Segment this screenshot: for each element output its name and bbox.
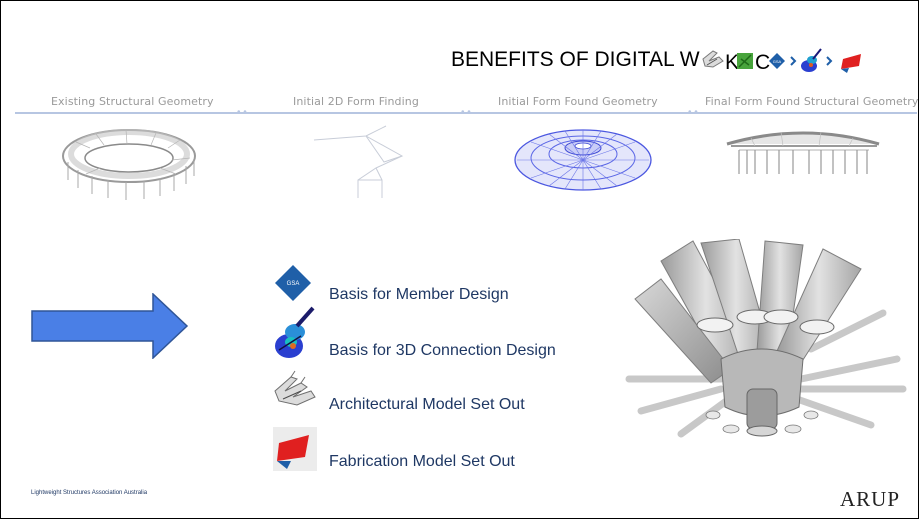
- violin-fea-icon: [275, 306, 315, 358]
- karamba-icon: [737, 53, 753, 69]
- title-fragment-c: C: [755, 51, 770, 74]
- svg-text:GSA: GSA: [773, 59, 782, 64]
- chevron-right-icon: [826, 56, 833, 66]
- violin-fea-icon: [801, 48, 822, 72]
- footer-organization: Lightweight Structures Association Austr…: [31, 490, 148, 496]
- stage-label-existing-geometry: Existing Structural Geometry: [51, 95, 214, 108]
- feature-member-design: GSA Basis for Member Design: [271, 263, 591, 313]
- 2d-form-finding-sketch: [313, 125, 404, 198]
- feature-label: Fabrication Model Set Out: [329, 453, 515, 470]
- fabrication-icon: [273, 427, 317, 471]
- arup-logo: ARUP: [840, 487, 901, 511]
- slide-title: BENEFITS OF DIGITAL W: [451, 48, 700, 71]
- stage-label-final-form-found: Final Form Found Structural Geometry: [705, 95, 919, 108]
- feature-fabrication-setout: Fabrication Model Set Out: [271, 425, 591, 475]
- feature-label: Basis for 3D Connection Design: [329, 342, 556, 359]
- timeline-axis: [15, 112, 917, 114]
- form-found-mesh-blue: [514, 129, 652, 191]
- stadium-roof-existing-geometry: [62, 129, 196, 200]
- rhino-icon: [702, 50, 724, 68]
- timeline-separator: • •: [461, 107, 471, 118]
- gsa-icon: GSA: [769, 53, 785, 69]
- timeline-separator: • •: [688, 107, 698, 118]
- feature-label: Architectural Model Set Out: [329, 396, 525, 413]
- fabrication-icon: [841, 54, 861, 73]
- 3d-connection-node-render: [625, 239, 907, 438]
- stage-label-initial-form-found: Initial Form Found Geometry: [498, 95, 658, 108]
- rhino-icon: [274, 370, 316, 406]
- feature-label: Basis for Member Design: [329, 286, 509, 303]
- feature-connection-design: Basis for 3D Connection Design: [271, 306, 591, 359]
- stage-label-2d-form-finding: Initial 2D Form Finding: [293, 95, 419, 108]
- chevron-right-icon: [790, 56, 797, 66]
- feature-architectural-setout: Architectural Model Set Out: [271, 369, 591, 419]
- title-fragment-k: K: [725, 51, 739, 74]
- right-arrow-graphic: [31, 293, 189, 359]
- gsa-icon-text: GSA: [287, 281, 300, 287]
- title-software-icons: K C GSA: [702, 48, 861, 74]
- final-structural-geometry: [726, 131, 880, 174]
- timeline-separator: • •: [237, 107, 247, 118]
- gsa-icon: GSA: [275, 265, 311, 301]
